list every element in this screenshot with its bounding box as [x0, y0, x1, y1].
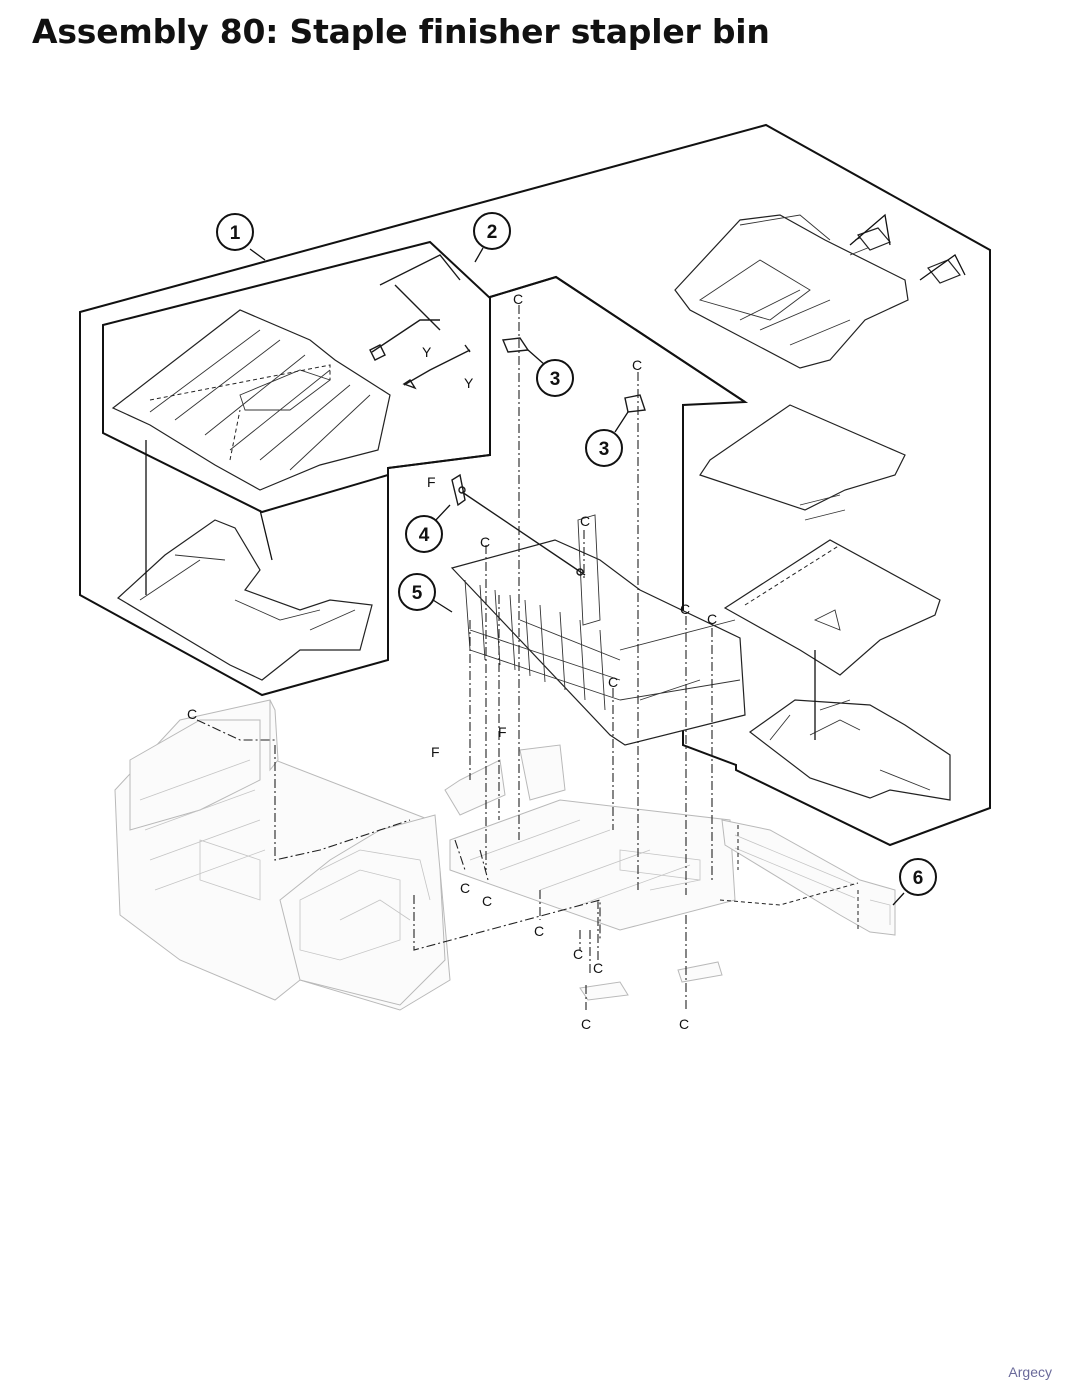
stacker-tray-lower	[723, 539, 941, 676]
stapler-brackets	[501, 337, 646, 413]
callout-number: 4	[419, 525, 430, 546]
letter-c: C	[513, 291, 523, 307]
reference-letters: Y Y C C C C C C C C C C C C C C C F F F	[187, 291, 717, 1032]
callout-number: 2	[487, 222, 498, 243]
callout-6: 6	[892, 858, 937, 906]
stacker-tray-middle	[699, 404, 906, 521]
letter-c: C	[608, 674, 618, 690]
letter-c: C	[187, 706, 197, 722]
letter-y: Y	[422, 344, 432, 360]
shaft-assembly	[451, 473, 586, 576]
callout-4: 4	[405, 504, 451, 553]
lower-tray-guide	[117, 440, 373, 681]
callout-number: 1	[230, 223, 241, 244]
callout-3a: 3	[527, 349, 574, 397]
letter-c: C	[573, 946, 583, 962]
upper-output-tray	[111, 309, 391, 491]
stacker-base	[748, 650, 951, 801]
callout-number: 5	[412, 583, 423, 604]
letter-c: C	[460, 880, 470, 896]
callout-number: 3	[599, 439, 610, 460]
callout-number: 3	[550, 369, 561, 390]
letter-c: C	[593, 960, 603, 976]
letter-c: C	[632, 357, 642, 373]
finisher-frame-ghost	[114, 699, 896, 1011]
letter-c: C	[534, 923, 544, 939]
letter-c: C	[581, 1016, 591, 1032]
letter-f: F	[498, 724, 507, 740]
stapler-bin	[450, 514, 746, 746]
callout-number: 6	[913, 868, 924, 889]
stacker-tray-top	[674, 213, 966, 369]
letter-c: C	[482, 893, 492, 909]
letter-f: F	[431, 744, 440, 760]
letter-c: C	[680, 601, 690, 617]
assembly-boundaries	[79, 123, 991, 847]
callout-2: 2	[473, 212, 511, 263]
letter-c: C	[679, 1016, 689, 1032]
page-title: Assembly 80: Staple finisher stapler bin	[32, 12, 770, 51]
tray-spring-parts	[369, 254, 471, 390]
mounting-lines	[196, 305, 859, 1010]
footer-watermark: Argecy	[1008, 1364, 1052, 1380]
letter-c: C	[580, 513, 590, 529]
letter-y: Y	[464, 375, 474, 391]
letter-f: F	[427, 474, 436, 490]
letter-c: C	[480, 534, 490, 550]
letter-c: C	[707, 611, 717, 627]
callout-1: 1	[216, 213, 266, 261]
callout-3b: 3	[585, 411, 629, 467]
callout-5: 5	[398, 573, 453, 613]
